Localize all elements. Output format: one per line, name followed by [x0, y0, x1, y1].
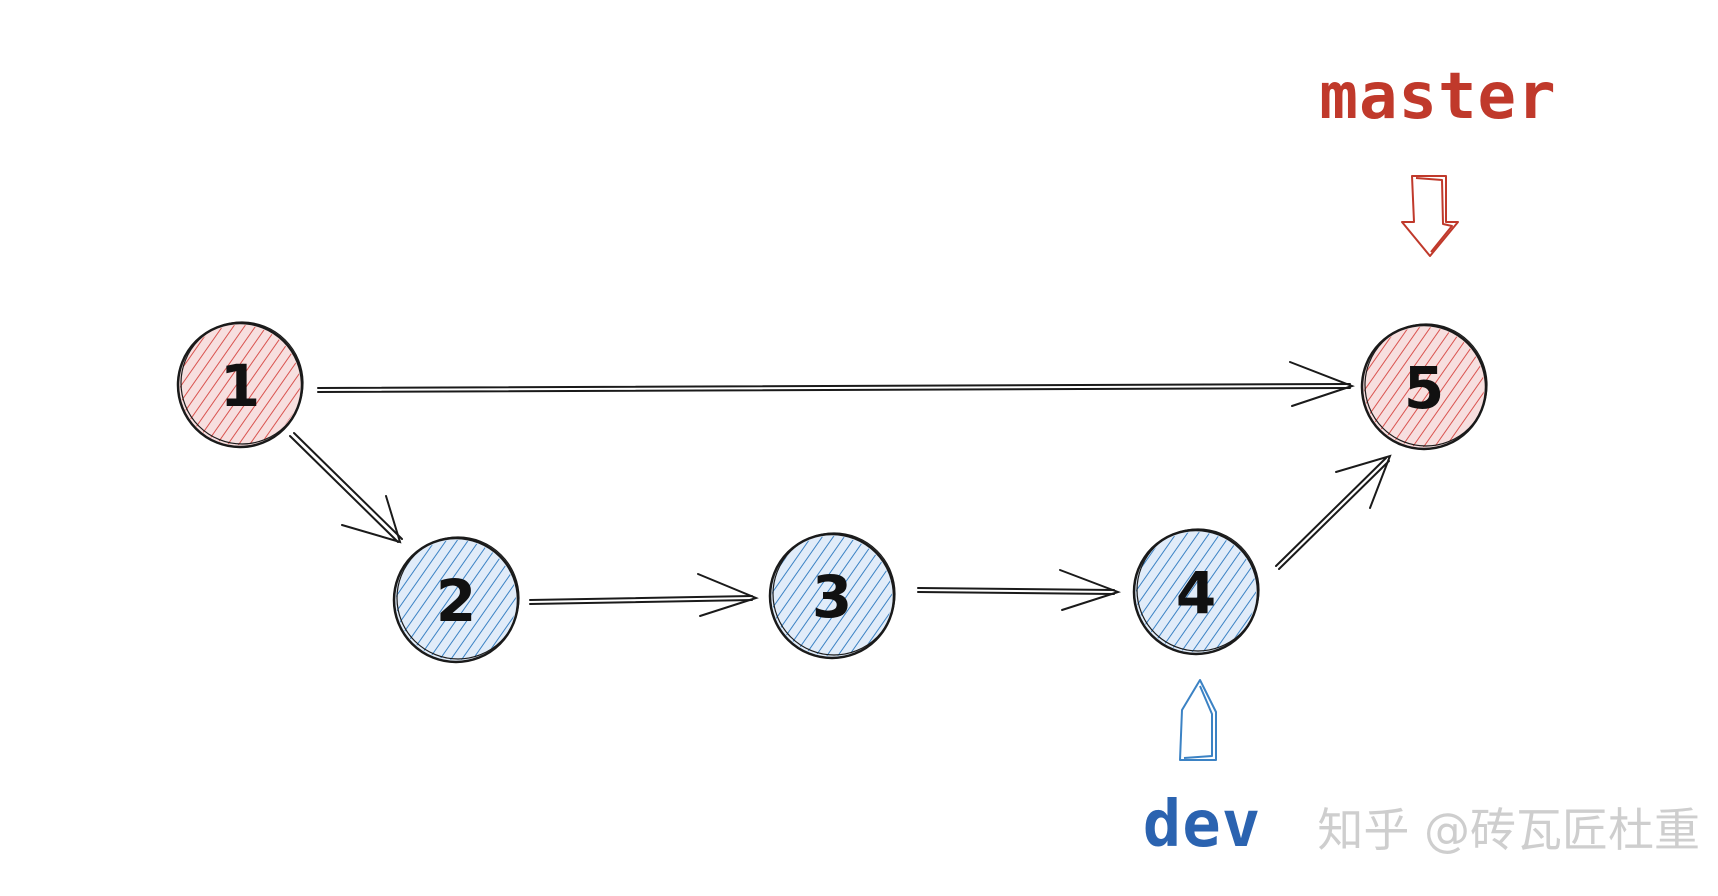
edge-2-3	[529, 573, 759, 617]
commit-label-5: 5	[1404, 354, 1444, 422]
watermark-text: 知乎 @砖瓦匠杜重	[1317, 803, 1700, 857]
edge-3-4	[917, 569, 1122, 611]
commit-node-5: 5	[1360, 323, 1488, 451]
commit-node-3: 3	[768, 532, 896, 660]
commit-label-2: 2	[436, 567, 476, 635]
commit-label-3: 3	[812, 563, 852, 631]
master-branch-label: master	[1319, 60, 1556, 134]
commit-node-4: 4	[1132, 528, 1260, 656]
edge-4-5	[1275, 454, 1392, 570]
dev-branch-label: dev	[1143, 788, 1262, 862]
commit-label-1: 1	[220, 352, 260, 420]
master-pointer-arrow-icon	[1401, 175, 1459, 257]
commit-label-4: 4	[1176, 559, 1216, 627]
edge-1-2	[289, 432, 403, 544]
commit-node-2: 2	[392, 536, 520, 664]
dev-pointer-arrow-icon	[1179, 679, 1217, 761]
edge-1-5	[317, 361, 1355, 407]
commit-node-1: 1	[176, 321, 304, 449]
